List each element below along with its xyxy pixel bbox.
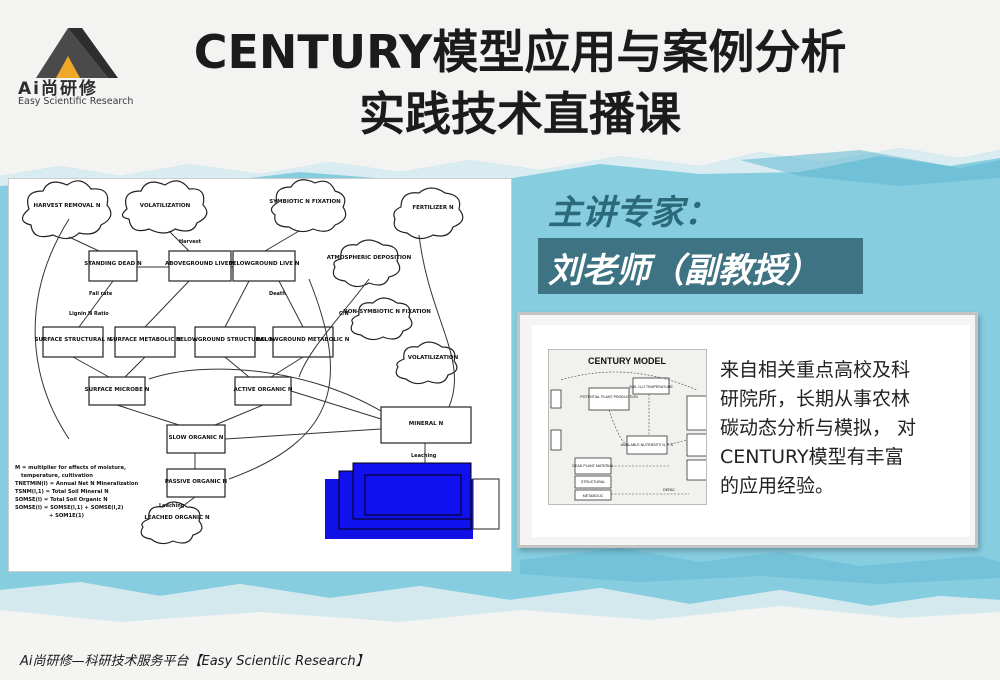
- box-standing-dead: [88, 250, 138, 282]
- box-aboveground-live: [168, 250, 232, 282]
- flow-label: Lignin N Ratio: [69, 311, 109, 317]
- flow-label: Harvest: [179, 239, 202, 245]
- legend-note: M = multiplier for effects of moisture,: [15, 465, 126, 471]
- description-line: CENTURY模型有丰富: [720, 446, 904, 468]
- description-line: 的应用经验。: [720, 475, 835, 497]
- box-bg-metabolic: [272, 326, 334, 358]
- mineral-n-stack: [325, 462, 500, 539]
- legend-note: + SOM1E(1): [49, 513, 84, 519]
- thumb-label: DEFAC: [663, 488, 675, 492]
- node-label: ATMOSPHERIC DEPOSITION: [327, 255, 412, 261]
- thumb-box: [686, 395, 706, 431]
- thumb-box: [574, 475, 612, 489]
- node-label: SURFACE STRUCTURAL N: [35, 337, 112, 343]
- cloud-volatilization-2: [395, 341, 458, 385]
- century-model-thumbnail: CENTURY MODEL POTENTIAL PLANT PRODUCTION…: [548, 349, 707, 505]
- page-title: CENTURY模型应用与案例分析: [193, 25, 847, 79]
- thumb-box: [588, 387, 630, 411]
- thumb-box: [632, 377, 670, 395]
- node-label: PASSIVE ORGANIC N: [165, 479, 228, 485]
- flow-label: Leaching: [159, 503, 185, 509]
- flow-label: Leaching: [411, 453, 437, 459]
- thumb-label: SOIL H₂O TEMPERATURE: [629, 385, 673, 389]
- logo-subtitle: Easy Scientific Research: [18, 96, 134, 107]
- node-label: ABOVEGROUND LIVE N: [165, 261, 235, 267]
- thumb-box: [686, 459, 706, 481]
- box-passive-organic: [166, 468, 226, 498]
- thumb-label: POTENTIAL PLANT PRODUCTION: [580, 395, 638, 399]
- legend-note: SOMSE(l) = Total Soil Organic N: [15, 497, 108, 503]
- page-subtitle: 实践技术直播课: [359, 87, 681, 141]
- legend-note: temperature, cultivation: [21, 473, 93, 479]
- node-label: LEACHED ORGANIC N: [144, 515, 210, 521]
- thumb-label: DEAD PLANT MATERIAL: [572, 464, 613, 468]
- node-label: MINERAL N: [409, 421, 444, 427]
- legend-note: SOMSE(l) = SOMSE(l,1) + SOMSE(l,2): [15, 505, 123, 511]
- node-label: SLOW ORGANIC N: [169, 435, 224, 441]
- thumb-box: [550, 429, 562, 451]
- cloud-harvest-removal: [21, 180, 112, 240]
- legend-note: TSNM(l,1) = Total Soil Mineral N: [15, 489, 109, 495]
- flow-label: Fall rate: [89, 291, 113, 297]
- node-label: SURFACE METABOLIC N: [109, 337, 181, 343]
- footer-text: Ai尚研修—科研技术服务平台【Easy Scientiic Research】: [20, 654, 369, 669]
- node-label: BELOWGROUND LIVE N: [228, 261, 299, 267]
- legend-note: TNETMIN(l) = Annual Net N Mineralization: [15, 481, 138, 487]
- box-surface-structural: [42, 326, 104, 358]
- box-surface-metabolic: [114, 326, 176, 358]
- description-line: 研院所，长期从事农林: [720, 388, 911, 410]
- node-label: NON-SYMBIOTIC N FIXATION: [343, 309, 431, 315]
- cloud-fertilizer: [393, 187, 464, 240]
- logo-name: Ai尚研修: [18, 79, 98, 99]
- thumb-label: METABOLIC: [583, 494, 604, 498]
- thumb-box: [550, 389, 562, 409]
- node-label: STANDING DEAD N: [84, 261, 142, 267]
- cloud-atmospheric: [332, 239, 401, 288]
- box-surface-microbe: [88, 376, 146, 406]
- node-label: FERTILIZER N: [412, 205, 454, 211]
- description-line: 来自相关重点高校及科: [720, 359, 911, 381]
- expert-description: 来自相关重点高校及科 研院所，长期从事农林 碳动态分析与模拟， 对 CENTUR…: [720, 356, 960, 501]
- node-label: VOLATILIZATION: [140, 203, 191, 209]
- thumb-box: [686, 433, 706, 457]
- node-label: HARVEST REMOVAL N: [34, 203, 101, 209]
- cloud-volatilization: [121, 180, 208, 234]
- node-label: SURFACE MICROBE N: [85, 387, 150, 393]
- thumbnail-title: CENTURY MODEL: [588, 356, 667, 366]
- thumb-box: [574, 489, 612, 501]
- expert-name: 刘老师（副教授）: [548, 251, 820, 291]
- node-label: VOLATILIZATION: [408, 355, 459, 361]
- cloud-symbiotic: [270, 179, 347, 233]
- node-label: BELOWGROUND STRUCTURAL N: [176, 337, 275, 343]
- box-belowground-live: [232, 250, 296, 282]
- cloud-non-symbiotic: [350, 297, 413, 341]
- flow-label: Death: [269, 291, 286, 297]
- thumb-label: AVAILABLE NUTRIENTS N, P, S: [621, 443, 674, 447]
- description-line: 碳动态分析与模拟， 对: [720, 417, 917, 439]
- expert-label: 主讲专家：: [548, 193, 718, 233]
- cloud-leached: [140, 501, 203, 545]
- node-label: BELOWGROUND METABOLIC N: [257, 337, 350, 343]
- box-mineral: [380, 406, 472, 444]
- name-banner: [538, 238, 863, 294]
- mountain-logo-icon: [36, 28, 118, 78]
- flow-label: C/N: [339, 311, 349, 317]
- thumb-label: STRUCTURAL: [581, 480, 605, 484]
- box-slow-organic: [166, 424, 226, 454]
- nitrogen-flow-diagram: HARVEST REMOVAL N VOLATILIZATION SYMBIOT…: [8, 178, 512, 572]
- node-label: ACTIVE ORGANIC N: [234, 387, 293, 393]
- node-label: SYMBIOTIC N FIXATION: [269, 199, 341, 205]
